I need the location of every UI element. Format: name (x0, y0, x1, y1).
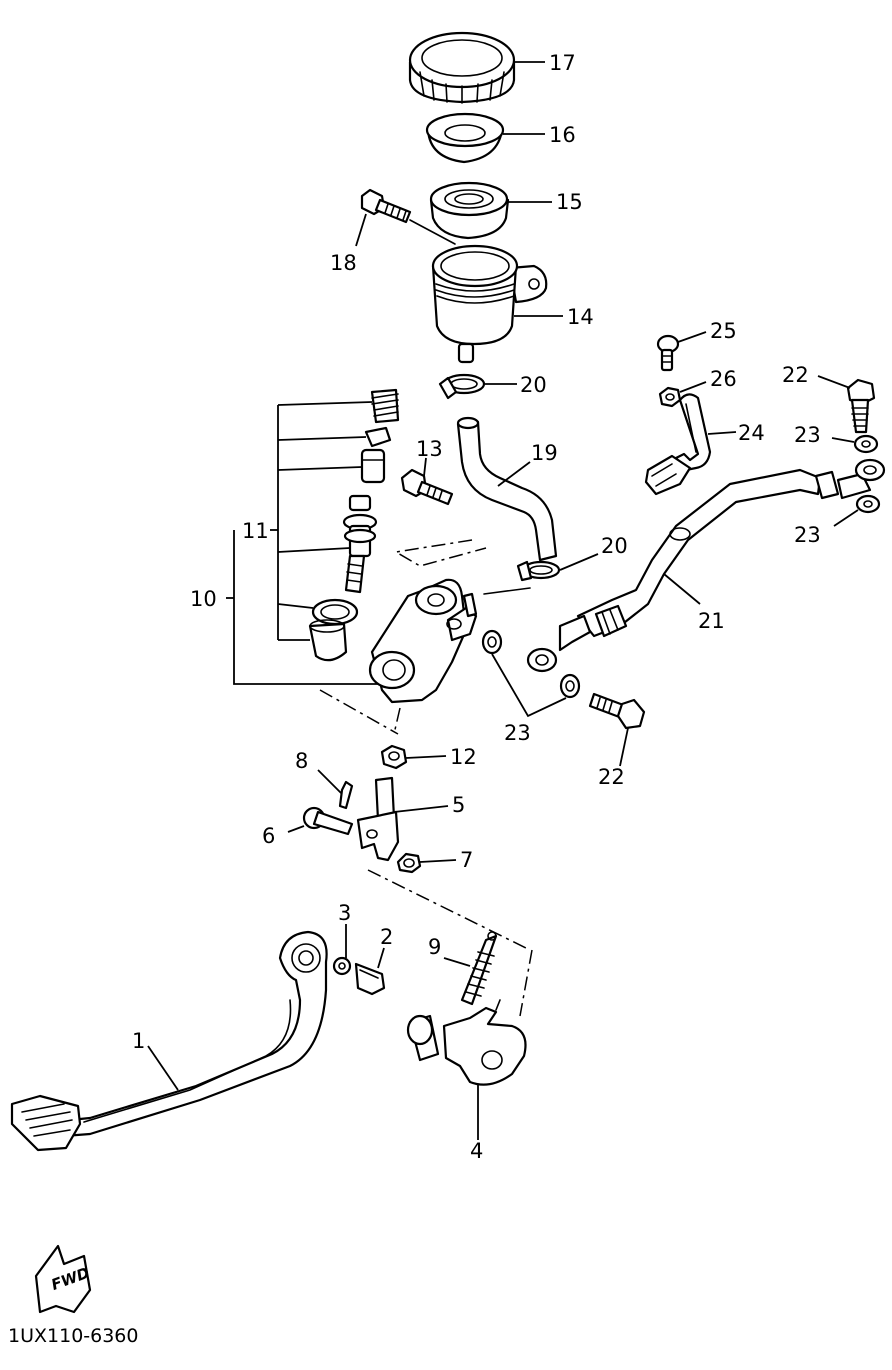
washer-small (332, 956, 352, 976)
callout-26: 26 (710, 367, 737, 391)
copper-washer-caliper-side-1 (853, 434, 879, 454)
callout-7: 7 (460, 848, 473, 872)
callout-17: 17 (549, 51, 576, 75)
callout-1: 1 (132, 1029, 145, 1053)
pivot-bolt (354, 962, 386, 996)
reservoir-mount-screw (360, 188, 412, 224)
hose-guide-bracket (644, 393, 712, 496)
return-spring (460, 931, 498, 1006)
callout-6: 6 (262, 824, 275, 848)
master-cylinder-body (368, 578, 478, 704)
bracket-nut (658, 386, 682, 408)
callout-24: 24 (738, 421, 765, 445)
copper-washer-master-side-2 (559, 673, 581, 699)
callout-2: 2 (380, 925, 393, 949)
callout-4: 4 (470, 1139, 483, 1163)
callout-23-middle: 23 (794, 523, 821, 547)
callout-10: 10 (190, 587, 217, 611)
piston (342, 494, 378, 594)
callout-20-upper: 20 (520, 373, 547, 397)
callout-21: 21 (698, 609, 725, 633)
callout-22-lower: 22 (598, 765, 625, 789)
clevis-pin (302, 806, 354, 836)
callout-22-upper: 22 (782, 363, 809, 387)
reservoir-cap (408, 31, 516, 104)
brake-hose (526, 458, 886, 673)
callout-3: 3 (338, 901, 351, 925)
dust-boot (308, 619, 348, 662)
callout-5: 5 (452, 793, 465, 817)
callout-9: 9 (428, 935, 441, 959)
callout-18: 18 (330, 251, 357, 275)
callout-23-upper: 23 (794, 423, 821, 447)
cotter-pin (338, 780, 354, 810)
diaphragm-plate (425, 112, 505, 164)
copper-washer-caliper-side-2 (855, 494, 881, 514)
clevis-nut (396, 852, 422, 874)
hose-clamp-upper (438, 373, 486, 400)
callout-23-lower: 23 (504, 721, 531, 745)
callout-12: 12 (450, 745, 477, 769)
callout-16: 16 (549, 123, 576, 147)
bracket-screw (656, 334, 680, 372)
callout-20-lower: 20 (601, 534, 628, 558)
union-bolt-upper (846, 378, 876, 434)
push-rod-clevis (356, 776, 400, 862)
callout-19: 19 (531, 441, 558, 465)
callout-8: 8 (295, 749, 308, 773)
reservoir-hose (456, 416, 558, 562)
callout-15: 15 (556, 190, 583, 214)
piston-spring (370, 388, 400, 424)
hose-clamp-lower (516, 560, 561, 582)
locknut (380, 744, 408, 770)
mounting-bolt (400, 468, 454, 506)
callout-14: 14 (567, 305, 594, 329)
spring-seat (364, 426, 392, 448)
brake-pedal-shaft (406, 999, 527, 1086)
callout-25: 25 (710, 319, 737, 343)
diaphragm (429, 181, 510, 240)
callout-13: 13 (416, 437, 443, 461)
diagram-code: 1UX110-6360 (8, 1325, 139, 1347)
callout-11: 11 (242, 519, 269, 543)
brake-pedal (10, 930, 328, 1152)
brake-fluid-reservoir (431, 244, 548, 364)
circlip (311, 598, 359, 626)
fwd-arrow-icon: FWD (34, 1244, 92, 1314)
union-bolt-lower (588, 692, 646, 730)
copper-washer-master-side-1 (481, 629, 503, 655)
piston-cup (360, 448, 386, 484)
